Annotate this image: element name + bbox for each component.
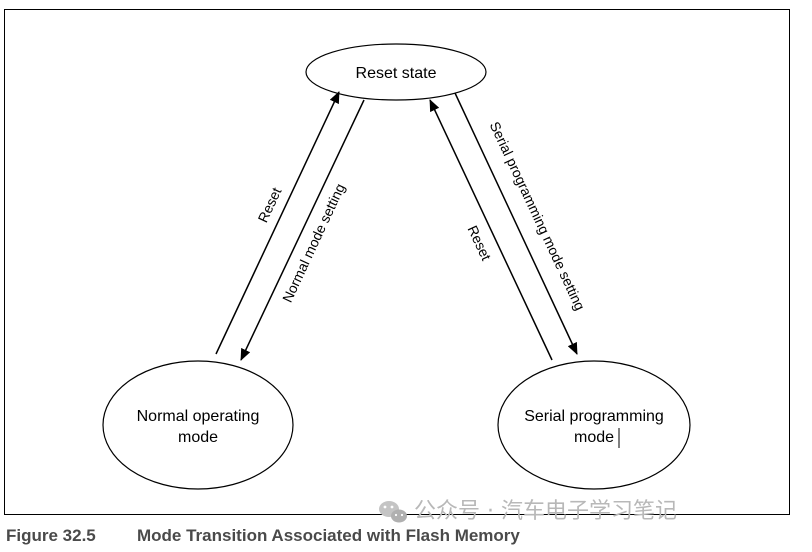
node-normal-operating-mode-label-line1: Normal operating xyxy=(137,408,260,425)
watermark-text: 公众号 · 汽车电子学习笔记 xyxy=(414,499,677,524)
edge-reset-to-serial: Serial programming mode setting xyxy=(454,92,589,355)
node-normal-operating-mode: Normal operating mode xyxy=(102,360,294,490)
node-normal-operating-mode-shape xyxy=(102,360,294,490)
edge-normal-to-reset-arrow xyxy=(215,91,340,355)
node-reset-state-shape xyxy=(305,43,487,101)
edge-reset-to-serial-arrow xyxy=(454,92,578,355)
edge-reset-to-normal-arrow xyxy=(240,99,365,361)
node-reset-state: Reset state xyxy=(305,43,487,101)
node-serial-programming-mode: Serial programming mode xyxy=(497,360,691,490)
watermark: 公众号 · 汽车电子学习笔记 xyxy=(379,499,677,524)
edge-reset-to-serial-label: Serial programming mode setting xyxy=(487,119,589,313)
node-serial-programming-mode-shape xyxy=(497,360,691,490)
node-normal-operating-mode-label-line2: mode xyxy=(178,429,218,446)
figure-caption-number: Figure 32.5 xyxy=(6,526,96,545)
node-serial-programming-mode-label-line2: mode xyxy=(574,429,614,446)
wechat-icon xyxy=(379,501,407,523)
edge-serial-to-reset: Reset xyxy=(429,99,553,361)
figure-caption: Figure 32.5 Mode Transition Associated w… xyxy=(6,526,520,545)
edge-reset-to-normal: Normal mode setting xyxy=(240,99,365,361)
node-reset-state-label: Reset state xyxy=(356,65,437,82)
node-serial-programming-mode-label-line1: Serial programming xyxy=(524,408,664,425)
figure-caption-title: Mode Transition Associated with Flash Me… xyxy=(137,526,520,545)
edge-serial-to-reset-arrow xyxy=(429,99,553,361)
